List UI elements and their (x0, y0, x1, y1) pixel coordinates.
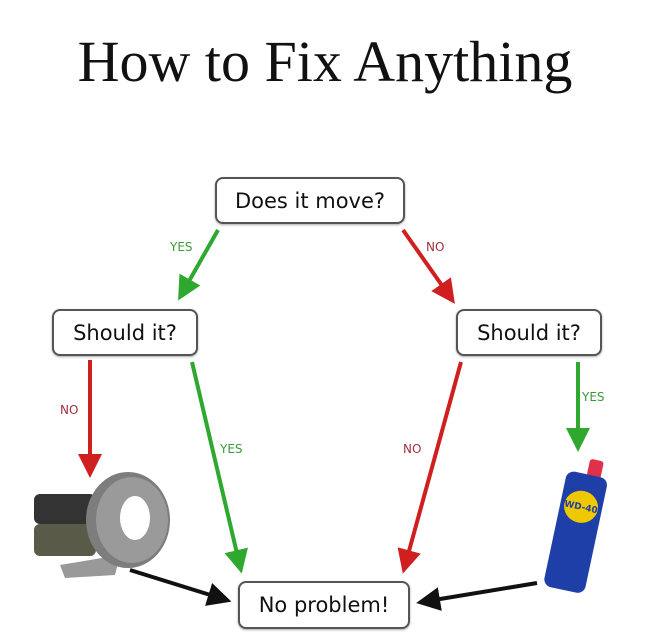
arrow-right-no (397, 361, 463, 574)
duct-tape-image (34, 472, 170, 578)
node-right-should-it: Should it? (456, 309, 602, 356)
label-start-no: NO (426, 240, 445, 254)
label-right-no: NO (403, 442, 422, 456)
arrow-tape-to-end (129, 568, 232, 606)
arrow-start-no (401, 228, 455, 304)
node-left-should-it: Should it? (52, 309, 198, 356)
arrow-can-to-end (416, 581, 538, 611)
wd40-can-image: WD-40 (544, 459, 607, 593)
node-no-problem: No problem! (238, 581, 410, 629)
arrow-start-yes (178, 229, 220, 301)
label-start-yes: YES (170, 240, 193, 254)
label-left-yes: YES (220, 442, 243, 456)
label-left-no: NO (60, 403, 79, 417)
node-does-it-move: Does it move? (215, 177, 405, 224)
label-right-yes: YES (582, 390, 605, 404)
arrow-left-yes (190, 361, 248, 574)
title: How to Fix Anything (77, 29, 573, 94)
